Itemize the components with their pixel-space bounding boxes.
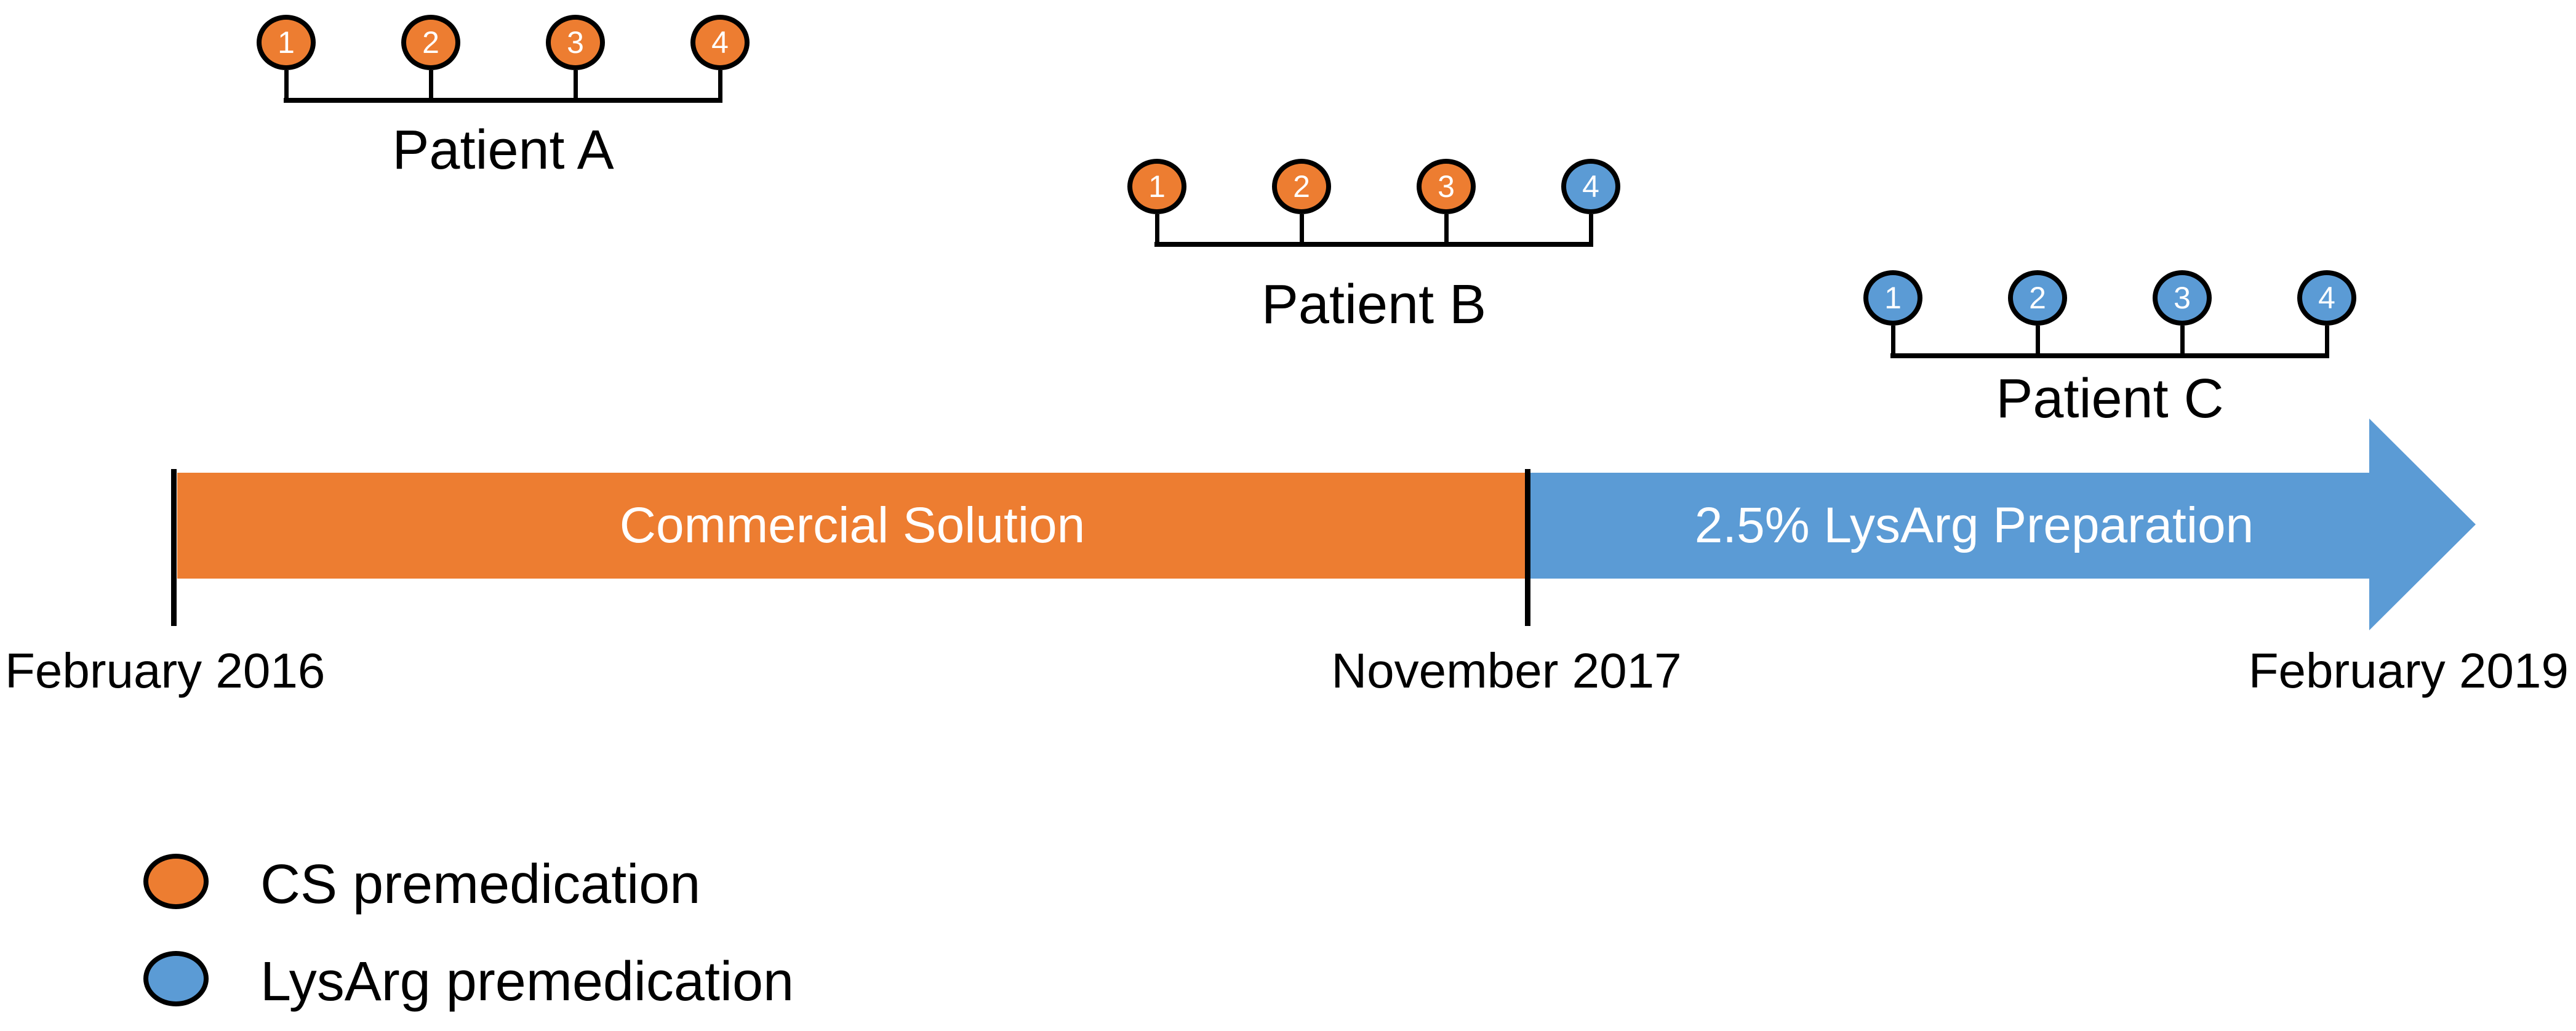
premedication-circle-cs: 1 bbox=[1127, 159, 1186, 214]
patient-b-premedication-circles: 1 2 3 4 bbox=[1127, 159, 1620, 242]
patient-c-label: Patient C bbox=[1996, 368, 2224, 430]
milestone-label-february-2016: February 2016 bbox=[5, 643, 326, 698]
patient-a-label: Patient A bbox=[392, 119, 614, 181]
connector-stem bbox=[1154, 214, 1159, 242]
premedication-circle-lysarg: 4 bbox=[2297, 270, 2356, 326]
patient-c-premedication-circles: 1 2 3 4 bbox=[1863, 270, 2356, 353]
patient-b-group: 1 2 3 4 Patient B bbox=[1127, 159, 1620, 332]
connector-stem bbox=[1588, 214, 1593, 242]
connector-stem bbox=[284, 70, 289, 98]
premedication-cell: 4 bbox=[2297, 270, 2356, 353]
patient-a-group: 1 2 3 4 Patient A bbox=[257, 15, 750, 178]
milestone-tick-february-2016 bbox=[171, 469, 177, 626]
premedication-cell: 2 bbox=[2008, 270, 2067, 353]
legend-swatch-lysarg-icon bbox=[143, 951, 209, 1006]
legend-label-lysarg: LysArg premedication bbox=[260, 951, 794, 1013]
milestone-label-november-2017: November 2017 bbox=[1331, 643, 1682, 698]
premedication-cell: 1 bbox=[1127, 159, 1186, 242]
premedication-cell: 1 bbox=[1863, 270, 1922, 353]
connector-stem bbox=[1299, 214, 1304, 242]
patient-b-bracket-line bbox=[1154, 242, 1593, 247]
premedication-cell: 3 bbox=[2153, 270, 2212, 353]
connector-stem bbox=[718, 70, 722, 98]
premedication-circle-lysarg: 1 bbox=[1863, 270, 1922, 326]
connector-stem bbox=[1890, 326, 1895, 353]
premedication-circle-lysarg: 2 bbox=[2008, 270, 2067, 326]
premedication-circle-cs: 3 bbox=[1417, 159, 1476, 214]
patient-a-premedication-circles: 1 2 3 4 bbox=[257, 15, 750, 98]
premedication-circle-cs: 1 bbox=[257, 15, 316, 70]
milestone-label-february-2019: February 2019 bbox=[2248, 643, 2569, 698]
connector-stem bbox=[428, 70, 433, 98]
connector-stem bbox=[2324, 326, 2329, 353]
segment-commercial-solution: Commercial Solution bbox=[177, 473, 1527, 579]
premedication-circle-lysarg: 4 bbox=[1561, 159, 1620, 214]
patient-c-bracket-line bbox=[1890, 353, 2329, 358]
milestone-tick-november-2017 bbox=[1525, 469, 1530, 626]
premedication-circle-cs: 2 bbox=[401, 15, 460, 70]
premedication-cell: 3 bbox=[1417, 159, 1476, 242]
connector-stem bbox=[2035, 326, 2040, 353]
premedication-circle-lysarg: 3 bbox=[2153, 270, 2212, 326]
segment-lysarg-preparation: 2.5% LysArg Preparation bbox=[1527, 473, 2369, 579]
premedication-cell: 4 bbox=[690, 15, 750, 98]
patient-a-bracket-line bbox=[284, 98, 722, 103]
connector-stem bbox=[573, 70, 578, 98]
connector-stem bbox=[2180, 326, 2185, 353]
connector-stem bbox=[1444, 214, 1449, 242]
premedication-cell: 3 bbox=[546, 15, 605, 98]
segment-commercial-solution-label: Commercial Solution bbox=[619, 497, 1086, 553]
legend-swatch-cs-icon bbox=[143, 854, 209, 909]
patient-c-group: 1 2 3 4 Patient C bbox=[1863, 270, 2356, 427]
premedication-cell: 2 bbox=[1272, 159, 1331, 242]
premedication-cell: 4 bbox=[1561, 159, 1620, 242]
legend-label-cs: CS premedication bbox=[260, 854, 701, 915]
timeline-arrowhead-icon bbox=[2369, 419, 2476, 630]
premedication-circle-cs: 2 bbox=[1272, 159, 1331, 214]
premedication-cell: 1 bbox=[257, 15, 316, 98]
segment-lysarg-preparation-label: 2.5% LysArg Preparation bbox=[1694, 497, 2254, 553]
premedication-circle-cs: 4 bbox=[690, 15, 750, 70]
premedication-cell: 2 bbox=[401, 15, 460, 98]
premedication-circle-cs: 3 bbox=[546, 15, 605, 70]
patient-b-label: Patient B bbox=[1261, 274, 1487, 335]
